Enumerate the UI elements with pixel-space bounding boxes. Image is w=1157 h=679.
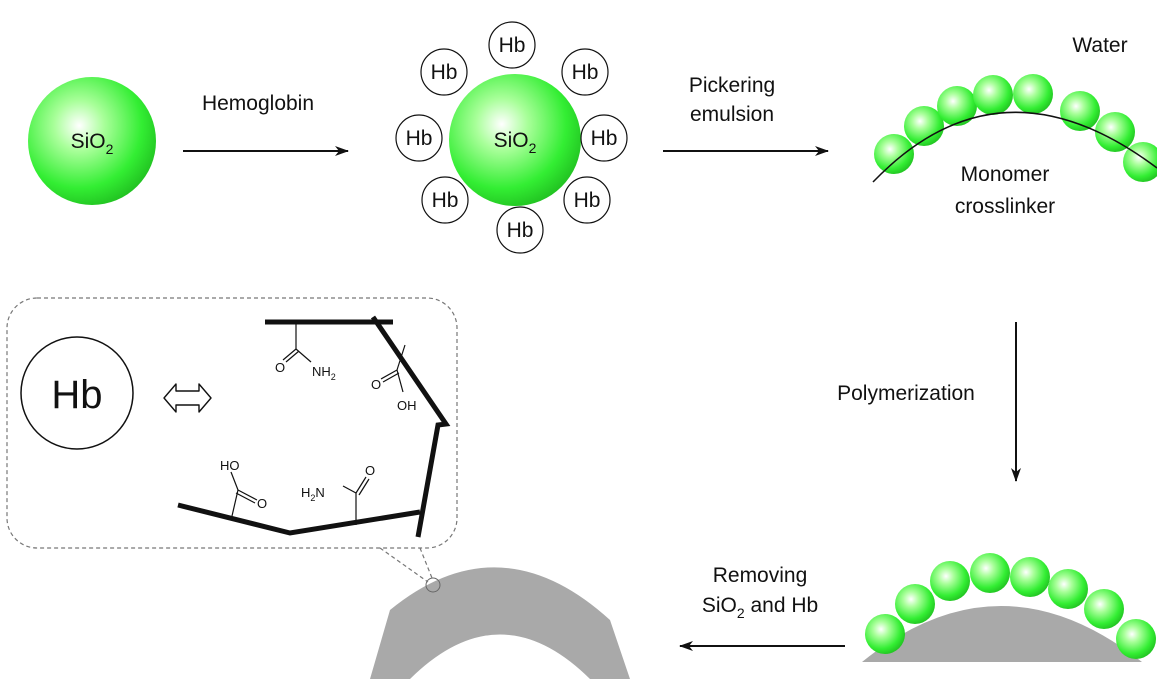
- hb-molecule: Hb: [561, 48, 609, 96]
- hb-molecule: Hb: [580, 114, 628, 162]
- hemoglobin-arrow: Hemoglobin: [183, 92, 349, 156]
- removing-arrow: Removing SiO2 and Hb: [679, 564, 845, 651]
- oil-water-interface: [872, 111, 1157, 183]
- hb-molecule: Hb: [420, 48, 468, 96]
- pickering-arrow: Pickering emulsion: [663, 74, 829, 156]
- hb-template: Hb: [20, 336, 134, 450]
- hb-molecule: Hb: [395, 114, 443, 162]
- sio2-particle: SiO2: [28, 77, 156, 205]
- polymer-cap: [862, 606, 1142, 662]
- removing-label-2: SiO2 and Hb: [702, 594, 818, 621]
- hb-molecule: Hb: [496, 206, 544, 254]
- hb-molecule: Hb: [563, 176, 611, 224]
- pickering-label-2: emulsion: [690, 103, 774, 126]
- crosslinker-label: crosslinker: [955, 195, 1055, 218]
- polymerized-particle-layer: [862, 553, 1156, 662]
- pickering-emulsion: Water Monomer crosslinker: [872, 34, 1157, 218]
- svg-text:H2N: H2N: [301, 485, 325, 503]
- svg-text:Hb: Hb: [591, 127, 618, 150]
- svg-text:HO: HO: [220, 458, 240, 473]
- binding-groups: [230, 324, 406, 525]
- svg-text:Hb: Hb: [51, 373, 102, 417]
- svg-text:O: O: [371, 377, 381, 392]
- emulsion-particles: [874, 74, 1157, 182]
- svg-text:Hb: Hb: [574, 189, 601, 212]
- polymerization-arrow: Polymerization: [837, 322, 1021, 482]
- svg-text:O: O: [365, 463, 375, 478]
- svg-text:Hb: Hb: [432, 189, 459, 212]
- hb-molecule: Hb: [421, 176, 469, 224]
- double-arrow-icon: [163, 383, 212, 413]
- chem-labels: O NH2 O OH HO O H2N O: [220, 360, 417, 511]
- monomer-label: Monomer: [961, 163, 1050, 186]
- polymerization-label: Polymerization: [837, 382, 975, 405]
- hemoglobin-label: Hemoglobin: [202, 92, 314, 115]
- zoom-spot: [425, 577, 441, 593]
- svg-text:O: O: [275, 360, 285, 375]
- hb-molecule: Hb: [488, 21, 536, 69]
- svg-text:NH2: NH2: [312, 364, 336, 382]
- polymer-backbone: [177, 315, 451, 538]
- imprinted-polymer-shape: [370, 567, 630, 679]
- svg-text:O: O: [257, 496, 267, 511]
- sio2-core: [449, 74, 581, 206]
- callout-pointer: [379, 547, 429, 583]
- sio2-hb-complex: SiO2 Hb Hb Hb Hb Hb Hb Hb Hb: [395, 21, 628, 254]
- svg-text:Hb: Hb: [499, 34, 526, 57]
- svg-text:Hb: Hb: [507, 219, 534, 242]
- zoom-callout: Hb O NH2 O: [6, 297, 458, 583]
- removing-label-1: Removing: [713, 564, 808, 587]
- pickering-label-1: Pickering: [689, 74, 775, 97]
- svg-text:Hb: Hb: [431, 61, 458, 84]
- svg-text:Hb: Hb: [572, 61, 599, 84]
- callout-pointer: [419, 547, 433, 579]
- water-label: Water: [1072, 34, 1127, 57]
- callout-box: [6, 297, 458, 549]
- imprinted-polymer: [370, 567, 630, 679]
- sio2-core-label: SiO2: [494, 129, 537, 156]
- svg-text:Hb: Hb: [406, 127, 433, 150]
- sio2-label: SiO2: [71, 130, 114, 157]
- svg-text:OH: OH: [397, 398, 417, 413]
